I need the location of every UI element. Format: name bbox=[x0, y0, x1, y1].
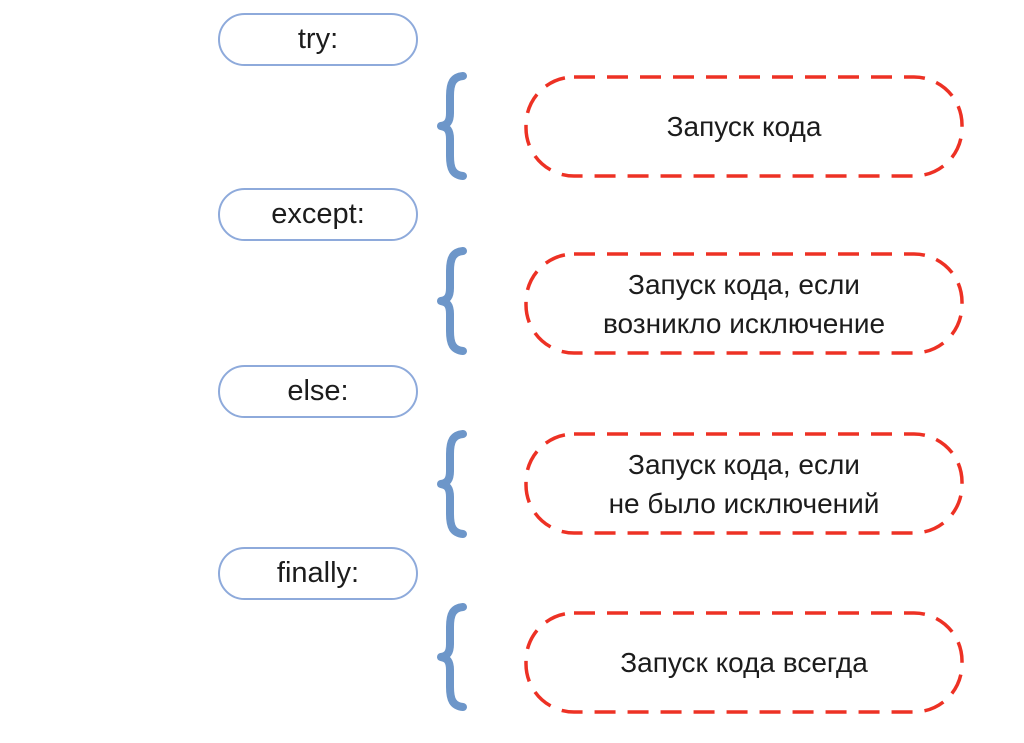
description-box-else: Запуск кода, если не было исключений bbox=[524, 432, 964, 535]
dashed-border bbox=[524, 611, 964, 714]
description-box-except: Запуск кода, если возникло исключение bbox=[524, 252, 964, 355]
curly-brace-icon-2 bbox=[436, 245, 470, 357]
description-line: Запуск кода, если bbox=[628, 448, 860, 480]
description-text-except: Запуск кода, если возникло исключение bbox=[524, 252, 964, 355]
description-line: Запуск кода bbox=[666, 111, 822, 142]
curly-brace-icon-3 bbox=[436, 428, 470, 540]
description-line: не было исключений bbox=[608, 487, 880, 519]
keyword-label-finally: finally: bbox=[276, 557, 360, 589]
description-box-try: Запуск кода bbox=[524, 75, 964, 178]
description-text-finally: Запуск кода всегда bbox=[524, 611, 964, 714]
dashed-border bbox=[524, 252, 964, 355]
keyword-pill-finally: finally: bbox=[218, 547, 418, 600]
curly-brace-icon-4 bbox=[436, 601, 470, 713]
description-text-try: Запуск кода bbox=[524, 75, 964, 178]
description-line: возникло исключение bbox=[602, 307, 886, 339]
description-box-finally: Запуск кода всегда bbox=[524, 611, 964, 714]
dashed-border bbox=[524, 432, 964, 535]
curly-brace-icon-1 bbox=[436, 70, 470, 182]
keyword-pill-except: except: bbox=[218, 188, 418, 241]
description-line: Запуск кода всегда bbox=[620, 647, 868, 678]
keyword-label-except: except: bbox=[271, 198, 365, 230]
keyword-label-else: else: bbox=[287, 375, 349, 407]
keyword-pill-else: else: bbox=[218, 365, 418, 418]
description-line: Запуск кода, если bbox=[628, 268, 860, 300]
keyword-pill-try: try: bbox=[218, 13, 418, 66]
dashed-border bbox=[524, 75, 964, 178]
keyword-label-try: try: bbox=[297, 23, 339, 55]
description-text-else: Запуск кода, если не было исключений bbox=[524, 432, 964, 535]
